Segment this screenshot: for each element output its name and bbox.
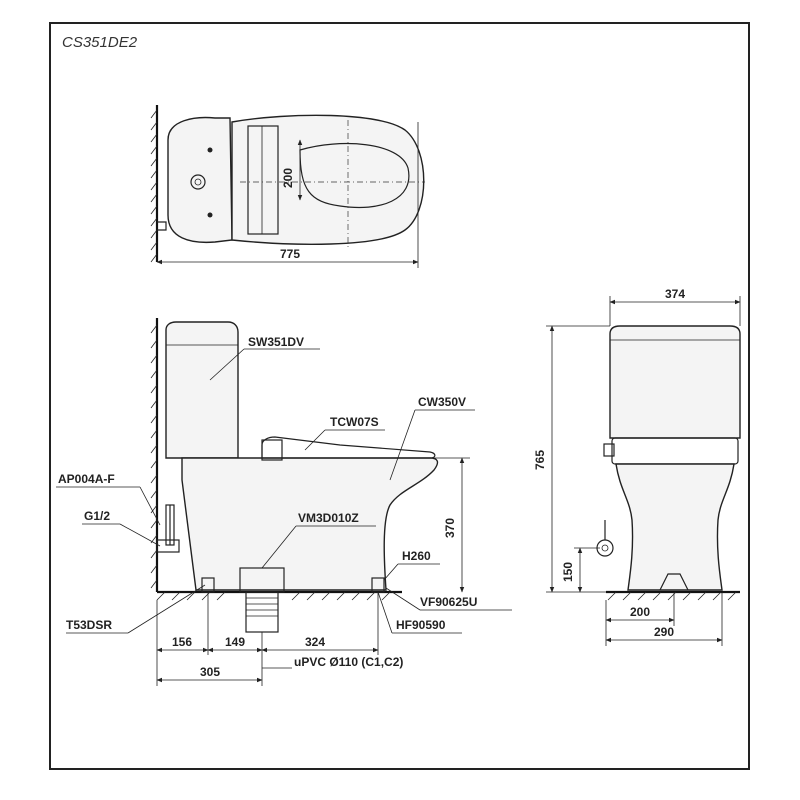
label-inlet: G1/2 (84, 509, 110, 523)
side-view-tank (165, 321, 239, 459)
label-pipe: uPVC Ø110 (C1,C2) (294, 655, 403, 669)
dim-765-height: 765 (533, 450, 547, 470)
top-view: 200 775 (150, 105, 425, 268)
top-view-seat (299, 142, 410, 209)
front-view-seat (611, 437, 739, 465)
dim-374-width: 374 (665, 287, 685, 301)
dim-200-seat: 200 (281, 168, 295, 188)
top-view-wall-hatch (150, 109, 158, 263)
dim-156: 156 (172, 635, 192, 649)
dim-305: 305 (200, 665, 220, 679)
model-number: CS351DE2 (62, 34, 138, 51)
angle-valve (156, 539, 180, 553)
dim-775-width: 775 (280, 247, 300, 261)
label-fix-hf: HF90590 (396, 618, 446, 632)
dim-324: 324 (305, 635, 325, 649)
inlet-hose (165, 504, 175, 546)
side-view-bowl (181, 457, 439, 591)
dim-370: 370 (443, 518, 457, 538)
top-view-seat-hinge (247, 125, 279, 235)
seat-hinge (261, 439, 283, 461)
label-tank: SW351DV (248, 335, 304, 349)
drawing-frame (49, 22, 750, 770)
dim-290-front: 290 (654, 625, 674, 639)
dim-200-front: 200 (630, 605, 650, 619)
top-view-bowl (231, 114, 425, 245)
side-view-seat (261, 436, 436, 459)
dim-150-inlet: 150 (561, 562, 575, 582)
front-view-bowl (615, 463, 735, 591)
label-height-code: H260 (402, 549, 431, 563)
front-view: 374 765 150 200 290 (533, 287, 741, 646)
label-drain: T53DSR (66, 618, 112, 632)
label-fix-u: VF90625U (420, 595, 477, 609)
flush-button-icon (190, 174, 206, 190)
side-view: SW351DV TCW07S CW350V AP004A-F G1/2 VM3D… (56, 318, 512, 686)
label-flange: VM3D010Z (298, 511, 359, 525)
label-seat: TCW07S (330, 415, 379, 429)
front-view-tank (609, 325, 741, 439)
dim-149: 149 (225, 635, 245, 649)
label-bowl: CW350V (418, 395, 466, 409)
label-valve: AP004A-F (58, 472, 115, 486)
